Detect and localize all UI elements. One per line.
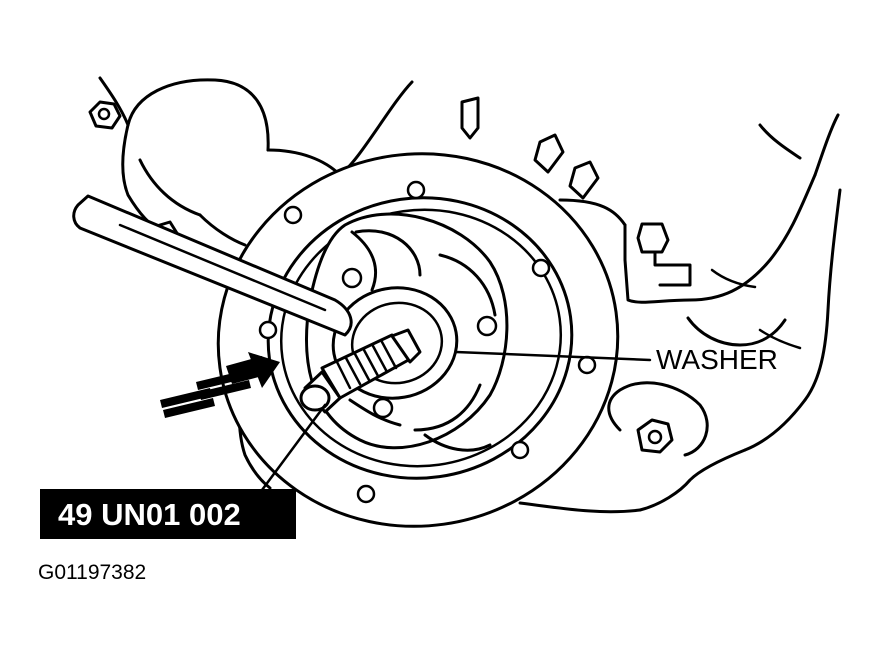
direction-arrows [160, 352, 280, 418]
special-tool-bolt [299, 328, 422, 414]
pulley-hole [406, 180, 426, 200]
pulley-hole [356, 484, 376, 504]
hub-hole [341, 267, 363, 289]
hub-hole [372, 397, 394, 419]
block-bolt-left [88, 100, 122, 130]
block-bolt-lower [636, 418, 674, 454]
washer-label: WASHER [656, 344, 778, 375]
engine-block-outline [98, 76, 842, 514]
timing-mark-pins [460, 96, 600, 200]
leader-lines [260, 350, 652, 492]
tool-number-text: 49 UN01 002 [58, 497, 241, 532]
pulley-hole [510, 440, 530, 460]
washer-leader [454, 350, 652, 362]
block-bolt-right [636, 222, 692, 287]
pulley-hole [577, 355, 597, 375]
hub-hole [476, 315, 498, 337]
figure-id: G01197382 [38, 561, 146, 584]
pulley-hole [258, 320, 278, 340]
pulley-hole [531, 258, 551, 278]
pulley-hole [283, 205, 303, 225]
wrench-handle [72, 194, 353, 337]
tool-number-box [40, 489, 296, 539]
tool-number-label: 49 UN01 002 [40, 489, 296, 539]
tool-leader [260, 403, 327, 492]
